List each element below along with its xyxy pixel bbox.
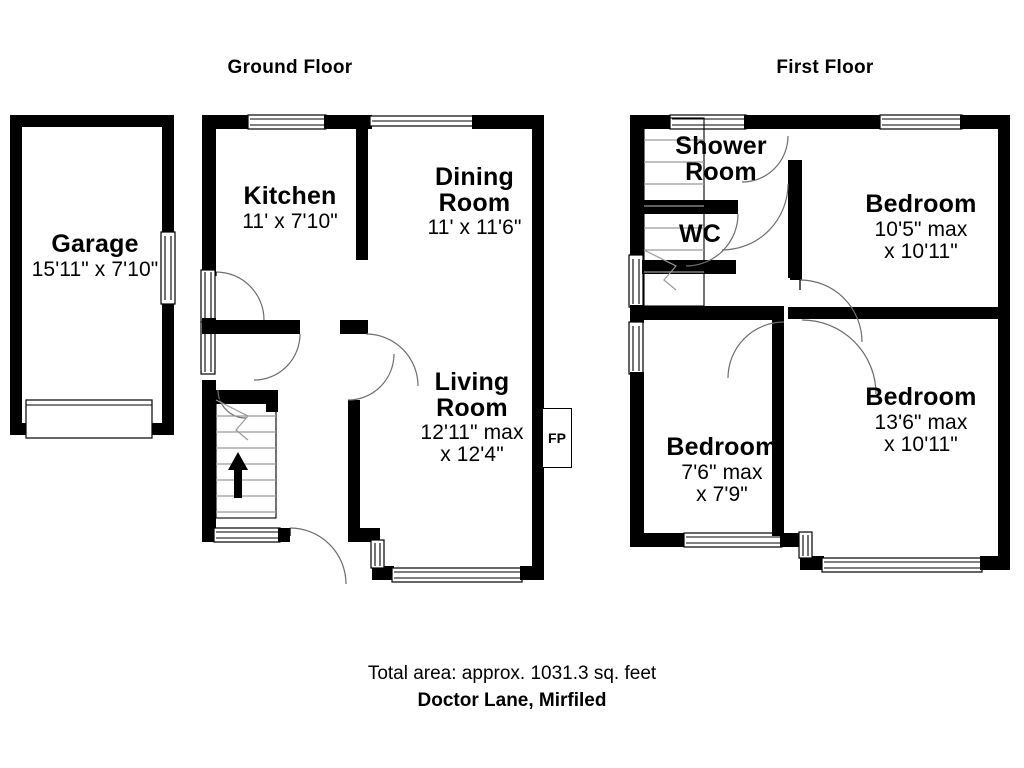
first-floor-stairs [643, 117, 705, 307]
living-room-front-window [391, 567, 523, 583]
bedroom3-name: Bedroom [666, 433, 778, 461]
garage-structure [10, 115, 176, 439]
shower-room-window [669, 114, 747, 130]
bedroom1-dimensions-line2: x 10'11" [884, 239, 958, 263]
hall-front-window [213, 527, 281, 543]
dining-room-dimensions: 11' x 11'6" [427, 216, 522, 239]
kitchen-side-door [200, 269, 216, 323]
bedroom2-front-window [821, 557, 983, 573]
fireplace-marker: FP [542, 408, 572, 468]
bedroom1-dimensions-line1: 10'5" max [874, 217, 968, 241]
bedroom1-window [879, 114, 963, 130]
living-room-dimensions-line2: x 12'4" [440, 443, 504, 467]
shower-room-name-line1: Shower [675, 132, 767, 160]
bedroom2-dimensions-line1: 13'6" max [874, 410, 968, 434]
kitchen-dimensions: 11' x 7'10" [242, 209, 338, 233]
bedroom3-dimensions-line2: x 7'9" [696, 482, 748, 506]
first-floor-title: First Floor [776, 57, 874, 78]
room-label-dining-room: Dining Room 11' x 11'6" [392, 163, 557, 239]
bedroom3-dimensions-line1: 7'6" max [681, 460, 763, 484]
ground-floor-walls [200, 114, 544, 583]
garage-name: Garage [51, 230, 139, 258]
dining-room-name-line1: Dining [435, 163, 514, 191]
first-floor-walls [628, 114, 1010, 573]
bedroom1-name: Bedroom [865, 190, 977, 218]
room-label-bedroom-3: Bedroom 7'6" max x 7'9" [634, 433, 810, 506]
room-label-shower-room: Shower Room [650, 132, 792, 186]
living-side-window [370, 539, 385, 569]
bedroom2-dimensions-line2: x 10'11" [884, 432, 958, 456]
ground-floor-internal-walls [202, 115, 368, 542]
ground-floor-title: Ground Floor [227, 57, 353, 78]
living-room-dimensions-line1: 12'11" max [420, 421, 524, 444]
kitchen-name: Kitchen [243, 182, 337, 210]
ground-floor-door-arcs [215, 271, 419, 585]
bedroom2-name: Bedroom [865, 383, 977, 411]
room-label-bedroom-2: Bedroom 13'6" max x 10'11" [822, 383, 1020, 456]
kitchen-window [247, 114, 327, 130]
room-label-garage: Garage 15'11" x 7'10" [10, 230, 180, 281]
total-area-text: Total area: approx. 1031.3 sq. feet [367, 663, 657, 684]
wc-name: WC [678, 220, 722, 248]
garage-door [25, 399, 153, 439]
first-floor-drawing [628, 114, 1010, 573]
ground-floor-stairs [215, 399, 277, 519]
shower-room-name-line2: Room [685, 157, 757, 186]
dining-room-name-line2: Room [438, 188, 511, 217]
first-floor-door-arcs [685, 135, 877, 395]
room-label-kitchen: Kitchen 11' x 7'10" [215, 182, 365, 233]
bedroom3-window [683, 532, 783, 548]
dining-patio-door [369, 115, 476, 127]
room-label-wc: WC [655, 220, 745, 248]
room-label-living-room: Living Room 12'11" max x 12'4" [382, 368, 562, 467]
bedroom2-side-window [798, 531, 813, 559]
garage-window [160, 231, 176, 305]
wc-window [628, 254, 644, 308]
living-room-name-line2: Room [436, 393, 508, 422]
living-room-name-line1: Living [434, 368, 510, 396]
property-address: Doctor Lane, Mirfiled [417, 690, 607, 711]
landing-window [628, 321, 644, 375]
fireplace-label: FP [548, 430, 566, 446]
ground-floor-drawing [10, 114, 544, 585]
garage-dimensions: 15'11" x 7'10" [31, 257, 159, 281]
stairs-up-arrow [228, 452, 248, 498]
room-label-bedroom-1: Bedroom 10'5" max x 10'11" [822, 190, 1020, 263]
first-floor-internal-walls [630, 160, 1010, 536]
